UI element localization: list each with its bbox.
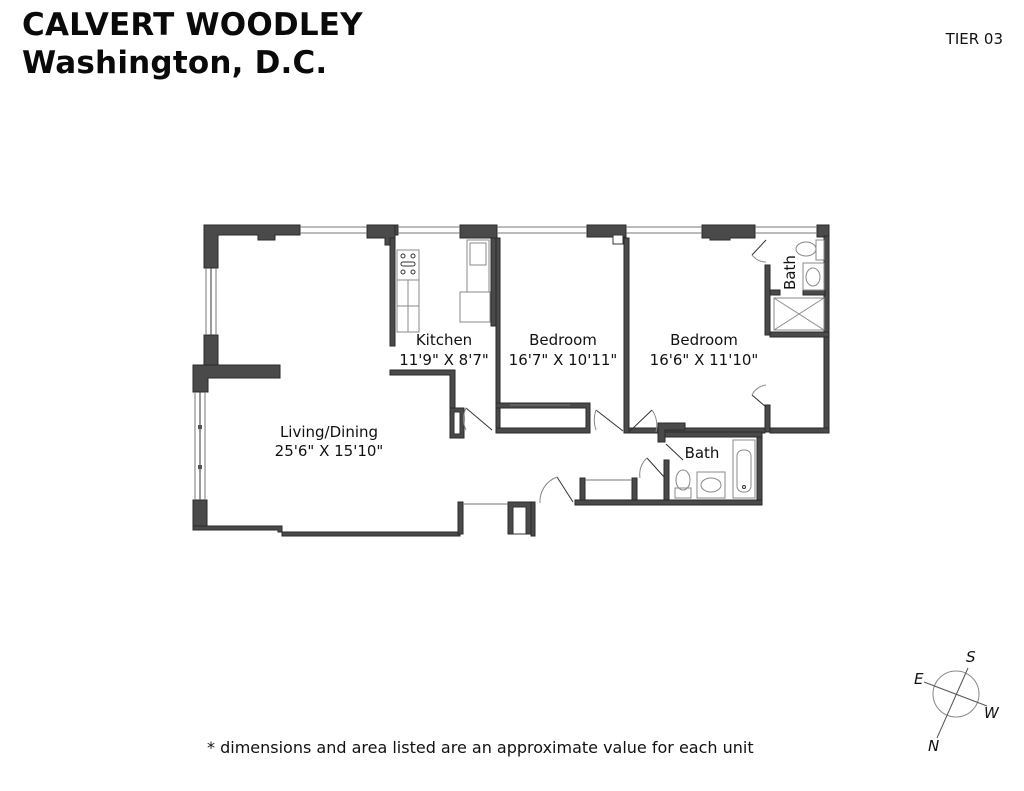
compass-rose: S E W N — [914, 648, 1000, 755]
page-title: CALVERT WOODLEY Washington, D.C. — [22, 6, 363, 82]
footnote: * dimensions and area listed are an appr… — [207, 738, 754, 757]
kitchen-fixtures — [396, 239, 491, 333]
tier-label: TIER 03 — [945, 30, 1003, 48]
compass-west-label: W — [984, 704, 1000, 722]
room-name-bedroom-1: Bedroom — [529, 331, 597, 349]
room-name-bath-1: Bath — [781, 255, 799, 290]
room-labels: Kitchen 11'9" X 8'7" Bedroom 16'7" X 10'… — [275, 255, 799, 462]
room-name-bath-2: Bath — [685, 444, 720, 462]
city-name: Washington, D.C. — [22, 45, 328, 81]
compass-circle — [932, 670, 980, 718]
room-name-kitchen: Kitchen — [416, 331, 472, 349]
compass-east-label: E — [914, 670, 924, 688]
windows — [194, 226, 817, 500]
building-name: CALVERT WOODLEY — [22, 7, 363, 43]
room-dimensions-living-dining: 25'6" X 15'10" — [275, 442, 384, 460]
room-name-bedroom-2: Bedroom — [670, 331, 738, 349]
room-dimensions-bedroom-1: 16'7" X 10'11" — [509, 351, 618, 369]
compass-south-label: S — [966, 648, 976, 666]
compass-north-label: N — [928, 737, 939, 755]
exterior-walls — [192, 224, 830, 537]
doors — [463, 239, 767, 504]
room-dimensions-kitchen: 11'9" X 8'7" — [399, 351, 489, 369]
bath-fixtures — [674, 239, 825, 499]
interior-walls — [389, 237, 830, 537]
room-dimensions-bedroom-2: 16'6" X 11'10" — [650, 351, 759, 369]
room-name-living-dining: Living/Dining — [280, 423, 378, 441]
